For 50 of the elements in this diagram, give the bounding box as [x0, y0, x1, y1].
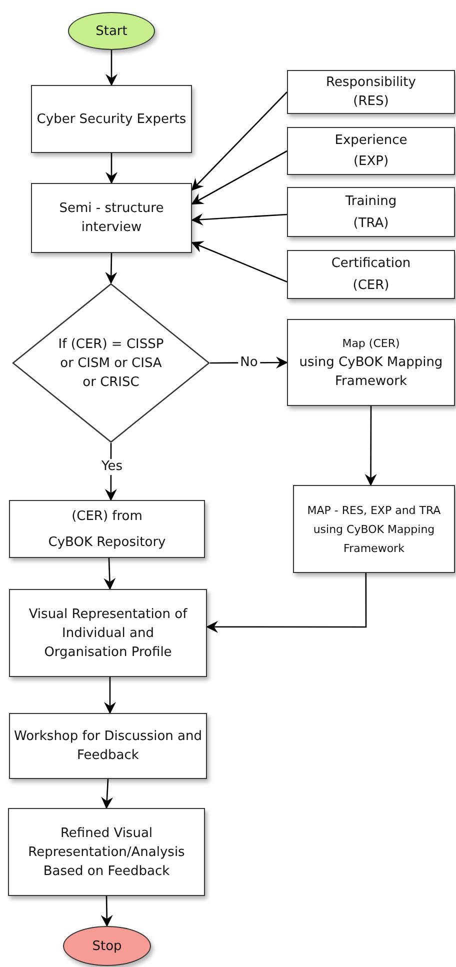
- arrow: [106, 50, 118, 86]
- node-text: Certification: [331, 255, 411, 274]
- process-box: [9, 713, 207, 779]
- arrow: [191, 150, 288, 205]
- arrow: [206, 573, 367, 633]
- node-text: Workshop for Discussion and Feedback: [14, 728, 202, 765]
- arrow: [191, 92, 288, 191]
- node-text: Training: [345, 192, 397, 210]
- process-box: [287, 187, 455, 237]
- node-text: If (CER) = CISSP or CISM or CISA or CRISC: [57, 336, 165, 392]
- arrow: [104, 558, 116, 590]
- node-text: MAP - RES, EXP and TRA using CyBOK Mapping Framework: [306, 502, 442, 556]
- arrow: [100, 896, 113, 927]
- node-text: Experience: [334, 132, 408, 150]
- node-text: Responsibility: [326, 74, 416, 92]
- process-box: [31, 183, 192, 253]
- process-box: [31, 85, 192, 153]
- process-box: [287, 127, 455, 175]
- node-text: Map (CER): [342, 336, 400, 352]
- edge-label: Yes: [100, 459, 124, 475]
- process-box: [287, 70, 455, 114]
- process-box: [8, 808, 205, 896]
- arrow: [101, 778, 114, 809]
- node-text: Cyber Security Experts: [36, 110, 186, 128]
- stop-terminal: [63, 926, 151, 966]
- arrow: [364, 406, 377, 486]
- process-box: [293, 485, 455, 573]
- node-text: Start: [96, 22, 128, 40]
- node-text: (CER) from: [72, 508, 142, 526]
- arrow: [105, 252, 118, 284]
- arrow: [191, 213, 288, 226]
- node-text: using CyBOK Mapping Framework: [298, 354, 444, 391]
- arrow: [104, 677, 116, 714]
- arrow: [106, 153, 118, 184]
- node-text: (RES): [353, 93, 389, 111]
- process-box: [9, 500, 205, 558]
- start-terminal: [68, 12, 155, 50]
- node-text: Semi - structure interview: [58, 200, 165, 237]
- node-text: CyBOK Repository: [48, 534, 166, 552]
- node-text: (CER): [352, 276, 390, 295]
- node-text: Stop: [92, 938, 122, 956]
- decision-diamond: [12, 283, 210, 443]
- process-box: [9, 589, 207, 677]
- node-text: (TRA): [353, 214, 389, 232]
- node-text: Visual Representation of Individual and Organisation Profile: [28, 606, 188, 662]
- node-text: (EXP): [353, 153, 389, 171]
- process-box: [287, 250, 455, 299]
- node-text: Refined Visual Representation/Analysis Based on Feedback: [27, 824, 186, 880]
- process-box: [287, 319, 455, 406]
- arrow: [191, 241, 288, 282]
